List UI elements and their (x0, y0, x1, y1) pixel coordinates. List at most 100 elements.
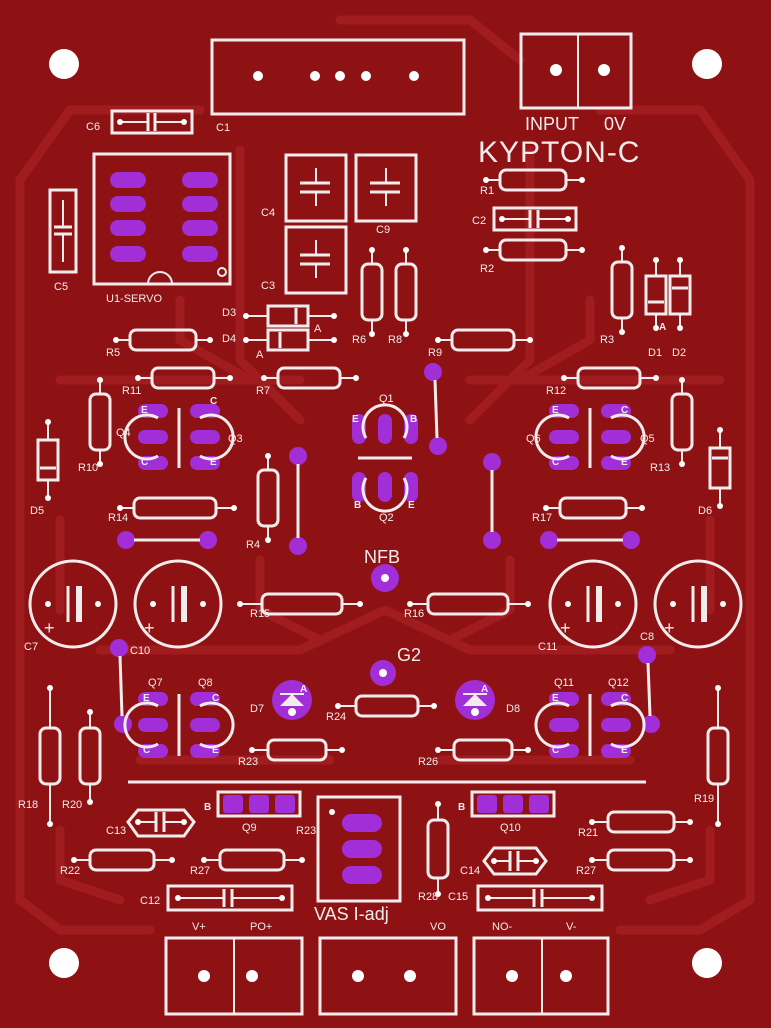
r20-component: R20 (62, 709, 102, 811)
q8-pin-c: C (212, 693, 219, 704)
mounting-hole-br (692, 948, 722, 978)
q4-pin-c: C (141, 457, 148, 468)
d3-anode-mark: A (314, 323, 322, 335)
r9-label: R9 (428, 347, 442, 359)
c10-label: C10 (130, 645, 150, 657)
d5-label: D5 (30, 505, 44, 517)
mounting-hole-tr (692, 49, 722, 79)
r12-component: R12 (546, 366, 659, 397)
r2-component: R2 (480, 238, 585, 275)
q3-pin-e: E (210, 457, 217, 468)
q9-label: Q9 (242, 822, 257, 834)
power-connector-right: NO- V- (472, 921, 610, 1016)
c8-capacitor: + C8 (640, 559, 743, 649)
q6-label: Q6 (526, 433, 541, 445)
q1-pin-b: B (410, 414, 417, 425)
r11-label: R11 (122, 385, 141, 397)
q6-q5-pair: E C C E Q6 Q5 (526, 404, 655, 470)
q8-label: Q8 (198, 677, 213, 689)
c10-plus: + (144, 618, 155, 638)
nfb-label: NFB (364, 547, 400, 567)
d1-component: D1 A (644, 257, 668, 359)
r6-component: R6 (352, 247, 384, 346)
input-label: INPUT (525, 114, 579, 134)
d6-label: D6 (698, 505, 712, 517)
nominus-label: NO- (492, 921, 513, 933)
vas-i-adj-trimmer[interactable]: VAS I-adj R23 (296, 795, 402, 924)
vplus-label: V+ (192, 921, 206, 933)
r16-component: R16 (404, 592, 531, 620)
q10-pin-b: B (458, 802, 465, 813)
q10-label: Q10 (500, 822, 521, 834)
r13-component: R13 (650, 377, 694, 474)
c2-component: C2 (472, 206, 578, 232)
q2-label: Q2 (379, 512, 394, 524)
c14-label: C14 (460, 865, 480, 877)
c12-component: C12 (140, 884, 294, 912)
g2-testpoint: G2 (370, 645, 421, 686)
r10-label: R10 (78, 462, 98, 474)
q3-label: Q3 (228, 433, 243, 445)
c10-capacitor: + C10 (130, 559, 223, 657)
r16-label: R16 (404, 608, 424, 620)
d1-label: D1 (648, 347, 662, 359)
r14-component: R14 (108, 496, 237, 524)
lower-jumper-vias (110, 639, 660, 733)
r4-component: R4 (246, 453, 280, 551)
power-connector-left: V+ PO+ (164, 921, 304, 1016)
q7-pin-e: E (143, 693, 150, 704)
r9-component: R9 (428, 328, 533, 359)
q12-label: Q12 (608, 677, 629, 689)
q7-label: Q7 (148, 677, 163, 689)
r27b-label: R27 (576, 865, 596, 877)
d8-anode-mark: A (481, 684, 488, 695)
q4-pin-e: E (141, 405, 148, 416)
d8-label: D8 (506, 703, 520, 715)
q7-q8-pair: E C C E Q7 Q8 (123, 677, 235, 758)
c12-label: C12 (140, 895, 160, 907)
g2-label: G2 (397, 645, 421, 665)
q2-pin-b: B (354, 500, 361, 511)
r23b-label: R23 (296, 825, 316, 837)
r1-label: R1 (480, 185, 494, 197)
r27b-component: R27 (576, 848, 693, 877)
d2-label: D2 (672, 347, 686, 359)
r2-label: R2 (480, 263, 494, 275)
jumper-vias (117, 363, 640, 555)
r18-component: R18 (18, 685, 62, 827)
c14-component: C14 (460, 846, 548, 877)
q9-transistor: B Q9 (204, 790, 302, 834)
d5-component: D5 (30, 419, 60, 517)
r17-label: R17 (532, 512, 552, 524)
c3-component: C3 (261, 225, 348, 295)
r18-label: R18 (18, 799, 38, 811)
c9-component: C9 (354, 153, 418, 236)
r8-label: R8 (388, 334, 402, 346)
c11-plus: + (560, 618, 571, 638)
q12-pin-e: E (621, 745, 628, 756)
r3-label: R3 (600, 334, 614, 346)
r1-component: R1 (480, 168, 585, 197)
d7-anode-mark: A (300, 684, 307, 695)
r22-component: R22 (60, 848, 175, 877)
c4-component: C4 (261, 153, 348, 223)
input-connector: INPUT 0V (519, 32, 633, 134)
r10-component: R10 (78, 377, 112, 474)
vminus-label: V- (566, 921, 577, 933)
c7-label: C7 (24, 641, 38, 653)
c15-label: C15 (448, 891, 468, 903)
r14-label: R14 (108, 512, 128, 524)
r19-label: R19 (694, 793, 714, 805)
c8-label: C8 (640, 631, 654, 643)
d3-label: D3 (222, 307, 236, 319)
d7-label: D7 (250, 703, 264, 715)
r22-label: R22 (60, 865, 80, 877)
r27a-component: R27 (190, 848, 305, 877)
r28-label: R28 (418, 891, 438, 903)
c15-component (476, 884, 604, 912)
ov-label: 0V (604, 114, 626, 134)
q8-pin-e: E (212, 745, 219, 756)
q5-pin-e: E (621, 457, 628, 468)
c7-plus: + (44, 618, 55, 638)
